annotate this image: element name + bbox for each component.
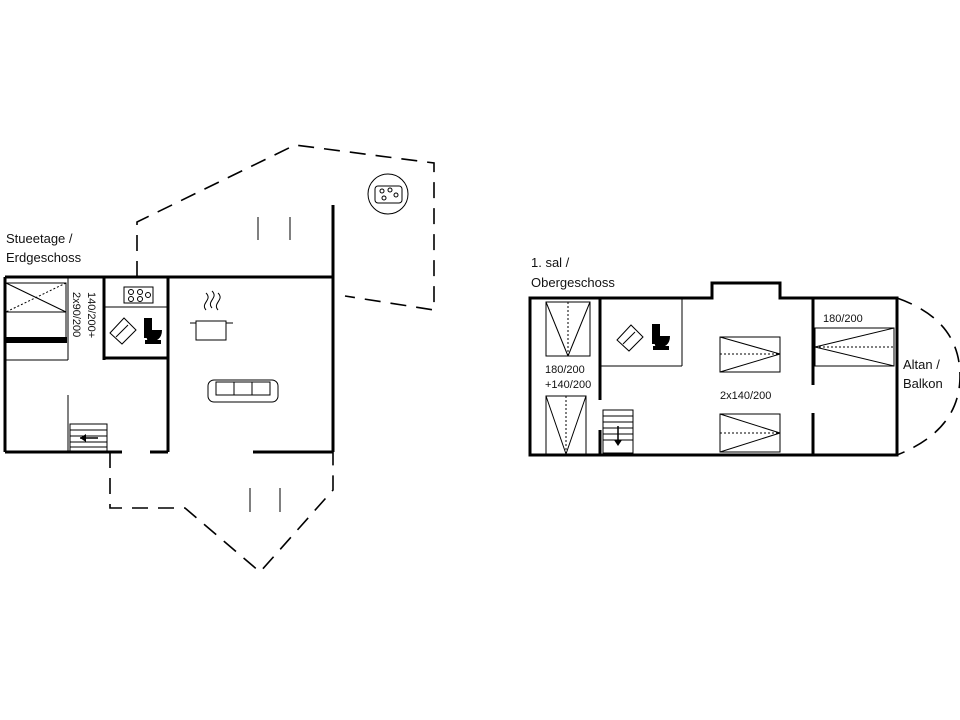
upper-floor: 180/200 +140/200 — [528, 255, 960, 457]
sofa-icon — [207, 379, 279, 403]
upper-center-bed-label: 2x140/200 — [720, 390, 771, 402]
stairs-icon — [69, 423, 108, 453]
shower-icon — [109, 317, 137, 345]
bed — [719, 336, 781, 373]
cooking-pot-icon — [190, 290, 233, 341]
hot-tub-icon — [367, 173, 409, 215]
ground-bed-label-2: 2x90/200 — [70, 292, 82, 337]
ground-bed-label-1: 140/200+ — [85, 292, 97, 338]
upper-floor-inner-wall — [598, 298, 815, 455]
toilet-icon — [144, 318, 162, 344]
terrace-top-outline — [136, 144, 435, 311]
upper-floor-title-1: 1. sal / — [531, 255, 570, 270]
bed — [545, 301, 591, 357]
upper-floor-title-2: Obergeschoss — [531, 275, 615, 290]
upper-right-bed-label: 180/200 — [823, 313, 863, 325]
toilet-icon — [652, 324, 670, 350]
balcony-outline — [896, 297, 960, 456]
ground-floor-inner-wall — [102, 277, 170, 452]
bed — [545, 395, 587, 455]
wall-block — [5, 337, 67, 343]
upper-left-bed-label-2: +140/200 — [545, 379, 591, 391]
terrace-bottom-outline — [109, 452, 334, 574]
stove-icon — [123, 286, 154, 304]
ground-floor-title-1: Stueetage / — [6, 231, 73, 246]
shower-icon — [616, 324, 644, 352]
ground-floor: 140/200+ 2x90/200 — [3, 144, 435, 574]
upper-left-bed-label-1: 180/200 — [545, 364, 585, 376]
bed — [814, 327, 895, 367]
stairs-icon — [602, 409, 634, 454]
bunk-bed — [5, 282, 67, 339]
upper-floor-wall — [528, 281, 899, 457]
balcony-label-2: Balkon — [903, 376, 943, 391]
balcony-label-1: Altan / — [903, 357, 940, 372]
ground-floor-title-2: Erdgeschoss — [6, 250, 82, 265]
bed — [719, 413, 781, 453]
